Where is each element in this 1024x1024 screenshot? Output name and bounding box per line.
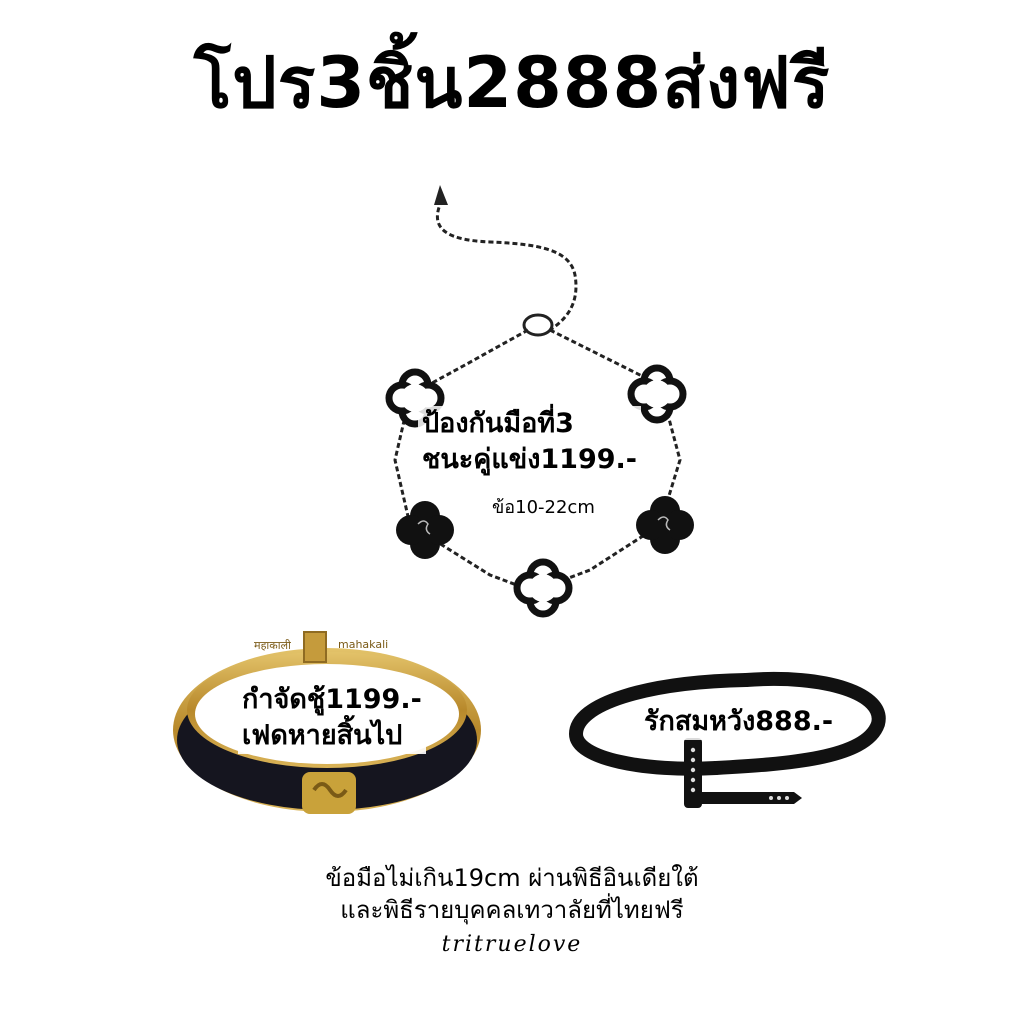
gold-bangle-engraving-left: महाकाली [254, 639, 291, 652]
brand-signature: tritruelove [441, 932, 583, 957]
clover-caption-line2: ชนะคู่แข่ง1199.- [422, 444, 637, 475]
gold-bangle-caption: กำจัดชู้1199.- เฟดหายสิ้นไป [238, 682, 426, 754]
clover-caption-line1: ป้องกันมือที่3 [422, 408, 574, 439]
nail-bangle-caption: รักสมหวัง888.- [640, 704, 838, 740]
gold-caption-line2: เฟดหายสิ้นไป [242, 720, 403, 751]
nail-bangle-image [566, 664, 890, 814]
promo-headline: โปร3ชิ้น2888ส่งฟรี [193, 42, 831, 124]
gold-caption-line1: กำจัดชู้1199.- [242, 684, 422, 715]
clover-bracelet-caption: ป้องกันมือที่3 ชนะคู่แข่ง1199.- [418, 406, 641, 478]
footer-line1: ข้อมือไม่เกิน19cm ผ่านพิธีอินเดียใต้ [325, 864, 699, 892]
gold-bangle-engraving-right: mahakali [338, 638, 389, 651]
clover-size-note: ข้อ10-22cm [492, 497, 595, 518]
footer-line2: และพิธีรายบุคคลเทวาลัยที่ไทยฟรี [340, 896, 684, 924]
clover-bracelet-image [370, 180, 710, 630]
footer-description: ข้อมือไม่เกิน19cm ผ่านพิธีอินเดียใต้ และ… [0, 862, 1024, 926]
